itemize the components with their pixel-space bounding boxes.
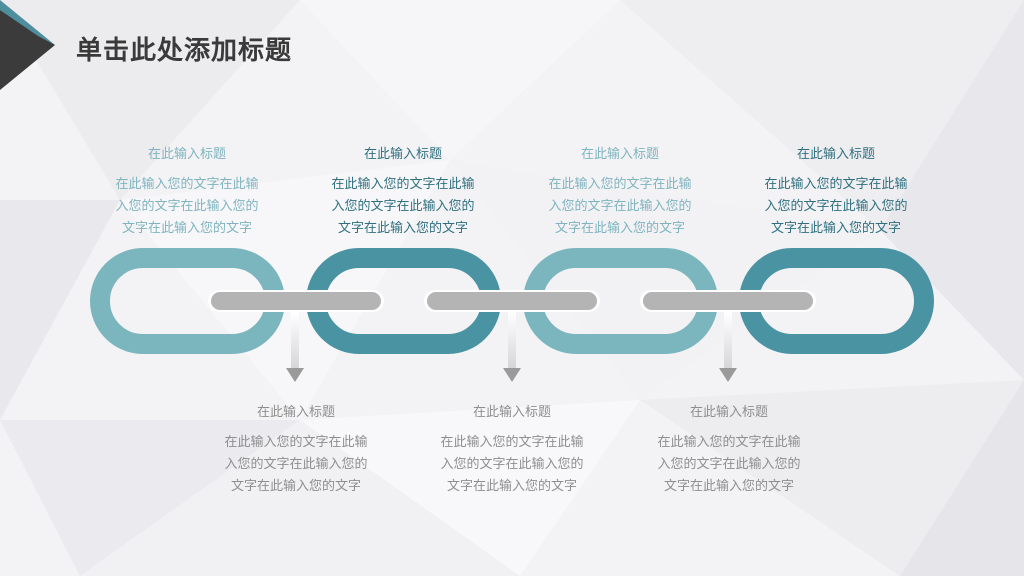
connector-bar-2 [427,292,597,310]
bottom-item-body-line: 文字在此输入您的文字 [663,479,794,494]
bottom-item-body-line: 入您的文字在此输入您的 [657,457,801,472]
top-item-body-line: 入您的文字在此输入您的 [115,199,259,214]
bottom-item-1: 在此输入标题 在此输入您的文字在此输 入您的文字在此输入您的 文字在此输入您的文… [211,401,381,498]
top-item-body-line: 文字在此输入您的文字 [554,221,685,236]
bottom-item-heading: 在此输入标题 [689,405,768,420]
bottom-item-body-line: 入您的文字在此输入您的 [224,457,368,472]
top-item-body-line: 在此输入您的文字在此输 [331,177,475,192]
bottom-item-body-line: 在此输入您的文字在此输 [440,435,584,450]
bottom-item-body-line: 文字在此输入您的文字 [230,479,361,494]
top-item-body-line: 入您的文字在此输入您的 [548,199,692,214]
bottom-item-heading: 在此输入标题 [472,405,551,420]
top-item-heading: 在此输入标题 [580,147,659,162]
top-item-4: 在此输入标题 在此输入您的文字在此输 入您的文字在此输入您的 文字在此输入您的文… [751,143,921,240]
top-item-body-line: 入您的文字在此输入您的 [331,199,475,214]
connector-bar-1 [211,292,381,310]
bottom-item-2: 在此输入标题 在此输入您的文字在此输 入您的文字在此输入您的 文字在此输入您的文… [427,401,597,498]
bottom-item-body-line: 在此输入您的文字在此输 [224,435,368,450]
bottom-item-body-line: 文字在此输入您的文字 [446,479,577,494]
top-item-heading: 在此输入标题 [147,147,226,162]
bottom-item-body-line: 入您的文字在此输入您的 [440,457,584,472]
top-item-body-line: 文字在此输入您的文字 [770,221,901,236]
down-arrow-icon [719,312,737,382]
top-item-body-line: 在此输入您的文字在此输 [764,177,908,192]
down-arrow-icon [503,312,521,382]
top-item-heading: 在此输入标题 [796,147,875,162]
corner-triangle-icon [0,0,55,90]
down-arrow-icon [286,312,304,382]
top-item-body-line: 文字在此输入您的文字 [337,221,468,236]
top-item-3: 在此输入标题 在此输入您的文字在此输 入您的文字在此输入您的 文字在此输入您的文… [535,143,705,240]
top-item-body-line: 在此输入您的文字在此输 [548,177,692,192]
page-title: 单击此处添加标题 [76,36,293,66]
top-item-body-line: 在此输入您的文字在此输 [115,177,259,192]
top-item-1: 在此输入标题 在此输入您的文字在此输 入您的文字在此输入您的 文字在此输入您的文… [102,143,272,240]
connector-bar-3 [643,292,813,310]
top-item-2: 在此输入标题 在此输入您的文字在此输 入您的文字在此输入您的 文字在此输入您的文… [318,143,488,240]
bottom-item-heading: 在此输入标题 [256,405,335,420]
bottom-item-body-line: 在此输入您的文字在此输 [657,435,801,450]
top-item-body-line: 文字在此输入您的文字 [121,221,252,236]
bottom-item-3: 在此输入标题 在此输入您的文字在此输 入您的文字在此输入您的 文字在此输入您的文… [644,401,814,498]
top-item-heading: 在此输入标题 [363,147,442,162]
top-item-body-line: 入您的文字在此输入您的 [764,199,908,214]
